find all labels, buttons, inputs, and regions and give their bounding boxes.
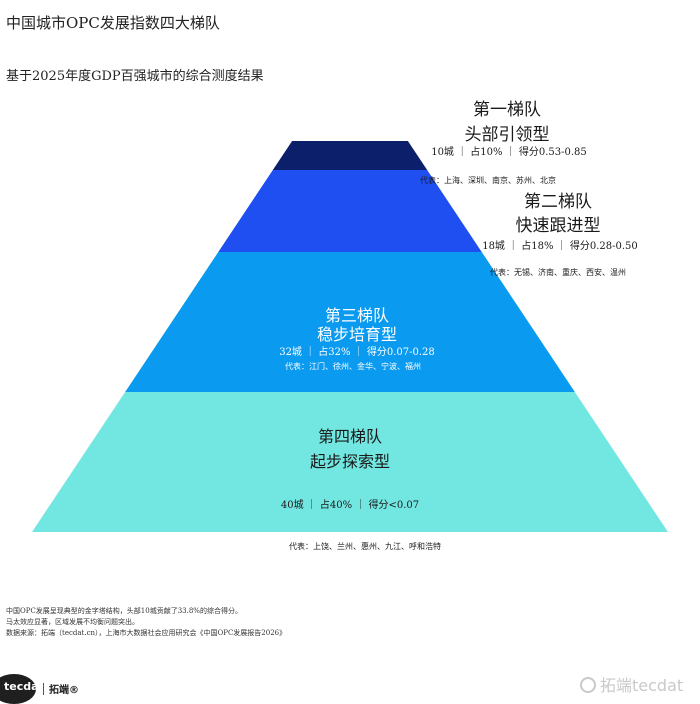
tier-1-stats: 10城 ｜ 占10% ｜ 得分0.53-0.85 [431,145,587,158]
tier-4-stats: 40城 ｜ 占40% ｜ 得分<0.07 [281,498,419,511]
tier-3-rep: 代表：江门、徐州、金华、宁波、福州 [285,361,421,371]
pyramid-tier-2 [218,170,482,252]
pyramid-tier-1 [272,141,428,170]
tier-3-label: 稳步培育型 [317,325,397,344]
tier-4-rep: 代表：上饶、兰州、惠州、九江、呼和浩特 [289,541,441,551]
page-subtitle: 基于2025年度GDP百强城市的综合测度结果 [6,69,264,84]
tier-1-name: 第一梯队 [473,100,541,120]
tier-3-stats: 32城 ｜ 占32% ｜ 得分0.07-0.28 [279,345,435,358]
footer-line-2: 马太效应显著，区域发展不均衡问题突出。 [6,618,139,626]
watermark: 拓端tecdat [580,672,683,696]
page-title: 中国城市OPC发展指数四大梯队 [6,14,220,32]
pyramid-tier-3 [125,252,575,392]
logo-badge-icon [0,674,36,704]
tier-1-rep: 代表：上海、深圳、南京、苏州、北京 [420,175,556,185]
tier-2-label: 快速跟进型 [516,216,601,236]
footer-line-3: 数据来源：拓端（tecdat.cn），上海市大数据社会应用研究会《中国OPC发展… [6,629,287,637]
weibo-icon [580,677,596,693]
tier-2-rep: 代表：无锡、济南、重庆、西安、温州 [490,267,626,277]
footer-line-1: 中国OPC发展呈现典型的金字塔结构，头部10城贡献了33.8%的综合得分。 [6,607,242,615]
logo-text: tecdat [4,680,44,693]
tier-1-label: 头部引领型 [465,125,550,145]
tier-3-name: 第三梯队 [325,306,389,325]
tier-2-name: 第二梯队 [524,192,592,212]
tier-2-stats: 18城 ｜ 占18% ｜ 得分0.28-0.50 [482,239,638,252]
watermark-text: 拓端tecdat [600,676,684,695]
tier-4-name: 第四梯队 [318,427,382,446]
tecdat-logo: tecdat 拓端® [0,674,120,704]
logo-divider [43,683,44,695]
footer-notes: 中国OPC发展呈现典型的金字塔结构，头部10城贡献了33.8%的综合得分。 马太… [6,606,286,639]
tier-4-label: 起步探索型 [310,452,390,471]
pyramid-tier-4 [32,392,668,532]
logo-cn-text: 拓端® [49,685,79,696]
